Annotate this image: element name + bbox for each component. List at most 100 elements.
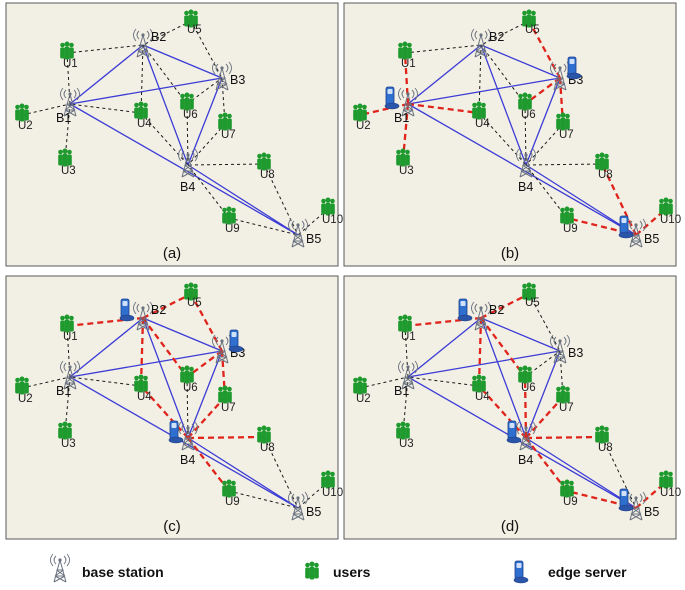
- user-U6-icon: [180, 365, 194, 384]
- base-station-B3-label: B3: [568, 346, 583, 360]
- user-U6-icon: [518, 92, 532, 111]
- association-link-B4-U8: [525, 435, 603, 440]
- base-link-B1-B2: [69, 44, 144, 105]
- user-link-U5-B2: [480, 20, 530, 46]
- base-link-B3-B4: [187, 77, 223, 166]
- user-U4-icon: [472, 101, 486, 120]
- user-U1-icon: [398, 41, 412, 60]
- user-U7-icon: [556, 112, 570, 131]
- association-link-B2-U6: [480, 317, 526, 378]
- user-U10-icon: [321, 470, 335, 489]
- base-link-B2-B4: [480, 44, 527, 166]
- association-link-B3-U6: [186, 350, 223, 378]
- base-link-B1-B2: [407, 44, 482, 105]
- user-U9-icon: [222, 206, 236, 225]
- user-U6-label: U6: [521, 382, 536, 394]
- panel-caption: (a): [163, 245, 181, 262]
- base-link-B1-B3: [407, 350, 561, 378]
- association-link-B4-U4: [478, 385, 527, 439]
- user-U3-icon: [58, 421, 72, 440]
- user-link-U5-B2: [142, 20, 192, 46]
- user-U4-icon: [134, 374, 148, 393]
- base-link-B2-B4: [142, 317, 189, 439]
- user-link-U5-B3: [190, 20, 223, 79]
- user-U6-icon: [518, 365, 532, 384]
- user-U2-icon: [15, 376, 29, 395]
- user-U2-icon: [353, 103, 367, 122]
- association-link-B3-U5: [189, 293, 224, 352]
- base-station-B2-label: B2: [489, 30, 504, 44]
- association-link-B1-U4: [407, 102, 480, 115]
- base-link-B2-B3: [142, 317, 223, 352]
- user-U3-icon: [58, 148, 72, 167]
- base-station-B2-label: B2: [151, 30, 166, 44]
- base-link-B1-B3: [69, 77, 223, 105]
- user-link-U9-B4: [525, 164, 568, 219]
- user-U1-label: U1: [63, 58, 78, 70]
- user-U7-icon: [218, 385, 232, 404]
- user-U3-icon: [396, 148, 410, 167]
- base-link-B4-B5: [187, 437, 299, 509]
- base-station-B4-label: B4: [180, 453, 195, 467]
- panel-caption: (c): [163, 518, 181, 535]
- user-U2-label: U2: [356, 120, 371, 132]
- user-link-U2-B1: [359, 376, 409, 389]
- user-U10-icon: [659, 470, 673, 489]
- user-U3-label: U3: [61, 438, 76, 450]
- base-station-B2-label: B2: [489, 303, 504, 317]
- association-link-B3-U5: [527, 20, 562, 79]
- base-link-B2-B3: [480, 44, 561, 79]
- association-link-B3-U7: [558, 77, 565, 125]
- base-link-B3-B4: [525, 350, 561, 439]
- user-U10-label: U10: [322, 487, 343, 499]
- base-station-B5-label: B5: [306, 232, 321, 246]
- user-U1-icon: [60, 41, 74, 60]
- user-U9-label: U9: [225, 223, 240, 235]
- user-U8-icon: [257, 152, 271, 171]
- user-U8-label: U8: [260, 169, 275, 181]
- base-station-B1-label: B1: [56, 111, 71, 125]
- base-link-B3-B4: [187, 350, 223, 439]
- association-link-B2-U4: [139, 317, 145, 387]
- user-U7-icon: [556, 385, 570, 404]
- user-U9-label: U9: [225, 496, 240, 508]
- base-station-B1-label: B1: [394, 111, 409, 125]
- association-link-B2-U6: [142, 317, 188, 378]
- base-link-B1-B3: [69, 350, 223, 378]
- user-U10-label: U10: [660, 214, 681, 226]
- user-U5-label: U5: [187, 24, 202, 36]
- user-U6-label: U6: [183, 382, 198, 394]
- user-U10-icon: [659, 197, 673, 216]
- legend-edge-server-label: edge server: [548, 564, 627, 580]
- panel-caption: (d): [501, 518, 519, 535]
- user-U9-label: U9: [563, 496, 578, 508]
- base-station-B5-label: B5: [306, 505, 321, 519]
- user-U4-label: U4: [475, 118, 490, 130]
- user-U3-label: U3: [399, 165, 414, 177]
- user-U4-label: U4: [475, 391, 490, 403]
- legend-base-station-icon: [50, 553, 70, 583]
- association-link-B4-U4: [140, 385, 189, 439]
- base-link-B4-B5: [187, 164, 299, 236]
- base-station-B3-label: B3: [230, 73, 245, 87]
- user-U4-label: U4: [137, 391, 152, 403]
- user-link-U8-B5: [263, 163, 299, 236]
- base-station-B2-label: B2: [151, 303, 166, 317]
- user-U6-label: U6: [521, 109, 536, 121]
- user-link-U8-B5: [601, 436, 637, 509]
- user-link-U4-B2: [478, 44, 482, 114]
- user-link-U1-B2: [404, 44, 482, 54]
- association-link-B2-U4: [477, 317, 483, 387]
- user-U7-label: U7: [221, 402, 236, 414]
- legend: base station users edge server: [50, 553, 627, 584]
- user-U4-label: U4: [137, 118, 152, 130]
- user-link-U1-B2: [66, 44, 144, 54]
- association-link-B1-U1: [403, 52, 410, 105]
- base-station-B4-label: B4: [518, 453, 533, 467]
- user-U10-label: U10: [322, 214, 343, 226]
- user-U9-icon: [560, 479, 574, 498]
- user-U3-label: U3: [399, 438, 414, 450]
